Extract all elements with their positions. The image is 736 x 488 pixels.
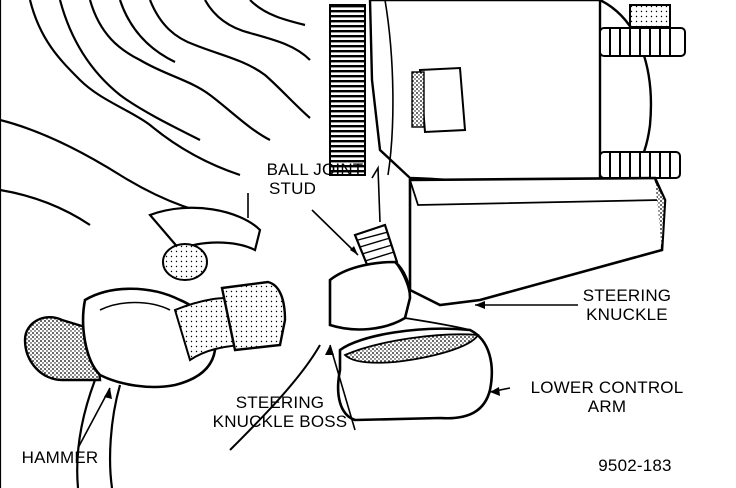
leader-lines xyxy=(77,165,578,449)
label-ball-joint-stud: BALL JOINT STUD xyxy=(266,160,364,198)
tone-ring xyxy=(329,4,366,176)
arm-bracket xyxy=(148,206,262,281)
ball-joint xyxy=(328,223,412,331)
label-hammer: HAMMER xyxy=(21,448,99,467)
hammer xyxy=(23,280,287,488)
lower-control-arm xyxy=(229,317,494,451)
arrowheads xyxy=(104,246,500,399)
label-steering-knuckle: STEERING KNUCKLE xyxy=(582,286,672,324)
label-lower-control-arm: LOWER CONTROL ARM xyxy=(530,378,684,416)
label-steering-knuckle-boss: STEERING KNUCKLE BOSS xyxy=(212,393,348,431)
cv-boot xyxy=(0,0,311,488)
wheel-studs xyxy=(599,4,686,179)
figure-number: 9502-183 xyxy=(598,456,672,475)
hub-rotor xyxy=(368,0,653,197)
steering-knuckle xyxy=(408,176,667,307)
